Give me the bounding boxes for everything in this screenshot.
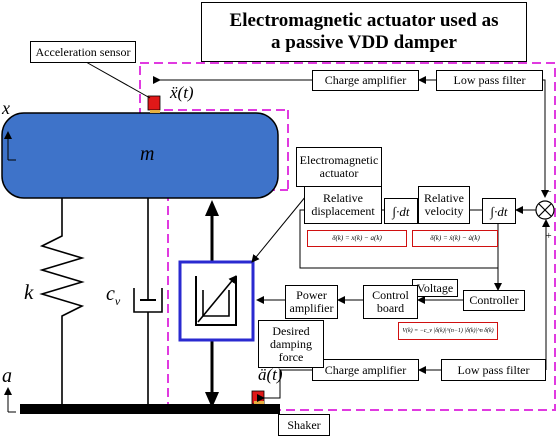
wire-sensor-bottom-to-charge: [257, 369, 312, 402]
control-law-equation: V(k) = −c_v |δ(k)|^(n−1) |δ̇(k)|^n δ̇(k): [398, 322, 498, 340]
actuator-arrow-down: [205, 392, 219, 408]
displacement-equation: δ(k) = x(k) − a(k): [307, 230, 407, 247]
title-box: Electromagnetic actuator used as a passi…: [201, 2, 527, 62]
title-line-2: a passive VDD damper: [271, 32, 457, 53]
em-actuator-label: Electromagnetic actuator: [296, 147, 382, 187]
relative-velocity-label: Relative velocity: [418, 186, 470, 224]
add-label: ä(t): [258, 365, 283, 384]
velocity-equation: δ̇(k) = ẋ(k) − ȧ(k): [412, 230, 498, 247]
sum-plus-sign: +: [546, 231, 552, 242]
spring-k: [39, 198, 85, 404]
controller-block: Controller: [463, 290, 525, 311]
acceleration-sensor-label: Acceleration sensor: [30, 41, 136, 63]
voltage-label: Voltage: [412, 279, 458, 297]
sum-minus-sign: −: [546, 187, 552, 198]
sensor-bottom-base: [254, 401, 264, 404]
low-pass-filter-bottom: Low pass filter: [441, 359, 546, 381]
em-label-leader: [251, 195, 307, 263]
title-line-1: Electromagnetic actuator used as: [229, 10, 499, 31]
shaker-label: Shaker: [278, 414, 330, 436]
damper-label: cv: [106, 283, 121, 308]
control-board-block: Control board: [363, 285, 418, 319]
actuator-arrow-up: [205, 200, 219, 216]
sensor-top-base: [150, 110, 160, 113]
coil-symbol: [195, 276, 237, 326]
mass-block: [1, 112, 279, 199]
integrator-2: ∫·dt: [482, 198, 516, 224]
actuator-box: [178, 260, 255, 342]
charge-amplifier-bottom: Charge amplifier: [312, 359, 419, 381]
mass-label: m: [140, 143, 155, 165]
xdd-label: ẍ(t): [170, 83, 194, 102]
a-label: a: [2, 365, 12, 387]
wire-lpf-top-to-sum: [541, 79, 549, 198]
relative-displacement-label: Relative displacement: [304, 186, 382, 224]
shaker-platform: [20, 404, 280, 414]
sensor-label-leader: [85, 61, 151, 99]
integrator-1: ∫·dt: [384, 198, 418, 224]
coil-bracket: [202, 290, 230, 317]
spring-label: k: [24, 280, 34, 304]
power-amplifier-block: Power amplifier: [285, 285, 338, 319]
x-label: x: [2, 98, 10, 118]
low-pass-filter-top: Low pass filter: [436, 70, 543, 91]
desired-damping-force-label: Desired damping force: [258, 320, 324, 368]
charge-amplifier-top: Charge amplifier: [312, 70, 419, 91]
coil-variable-arrow: [197, 275, 237, 323]
